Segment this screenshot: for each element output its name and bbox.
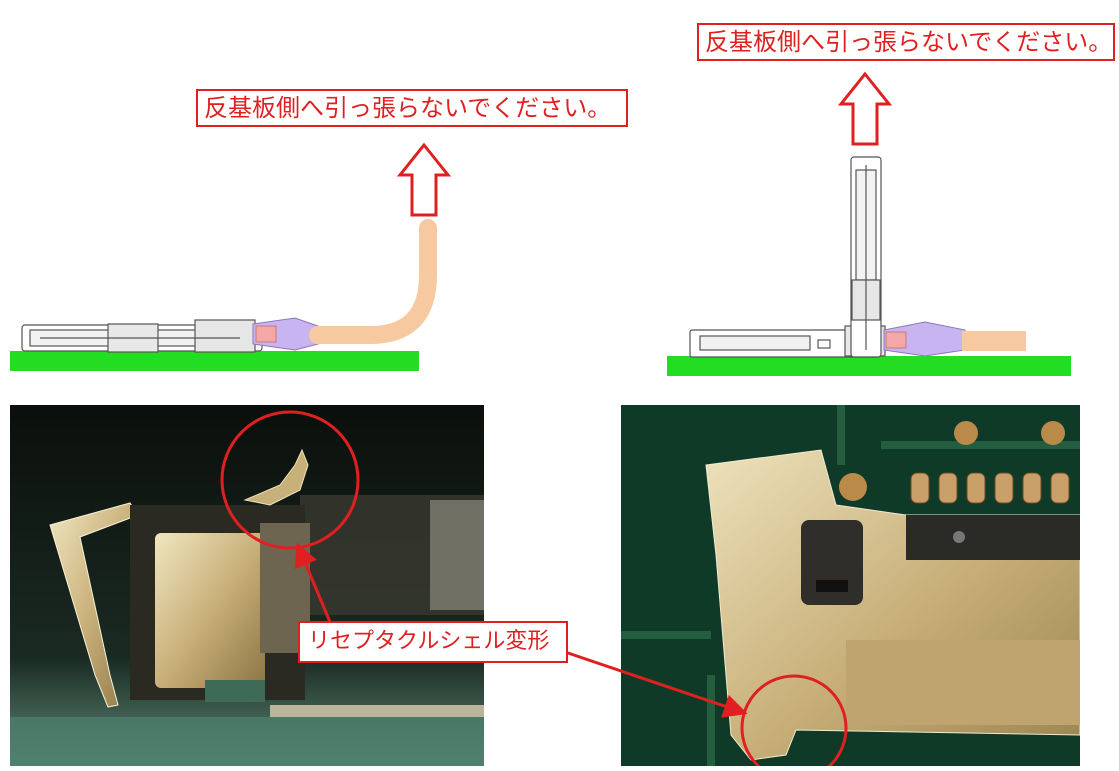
left-warning-label: 反基板側へ引っ張らないでください。 [196, 89, 628, 127]
up-arrow-icon [837, 71, 893, 146]
left-cable [309, 219, 437, 344]
right-deformation-circle [740, 674, 848, 766]
left-side-view-diagram [10, 142, 452, 371]
left-photo-closeup [10, 405, 484, 766]
right-vertical-plug [850, 156, 882, 358]
left-pcb [10, 351, 419, 371]
shell-deformation-label: リセプタクルシェル変形 [298, 621, 568, 663]
left-connector [21, 319, 263, 353]
left-deformation-circle [220, 410, 360, 550]
right-cable [962, 331, 1026, 351]
right-pcb [667, 356, 1071, 376]
right-side-view-diagram [667, 71, 1071, 376]
right-warning-label: 反基板側へ引っ張らないでください。 [697, 23, 1115, 61]
right-photo-closeup [621, 405, 1080, 766]
up-arrow-icon [396, 142, 452, 217]
